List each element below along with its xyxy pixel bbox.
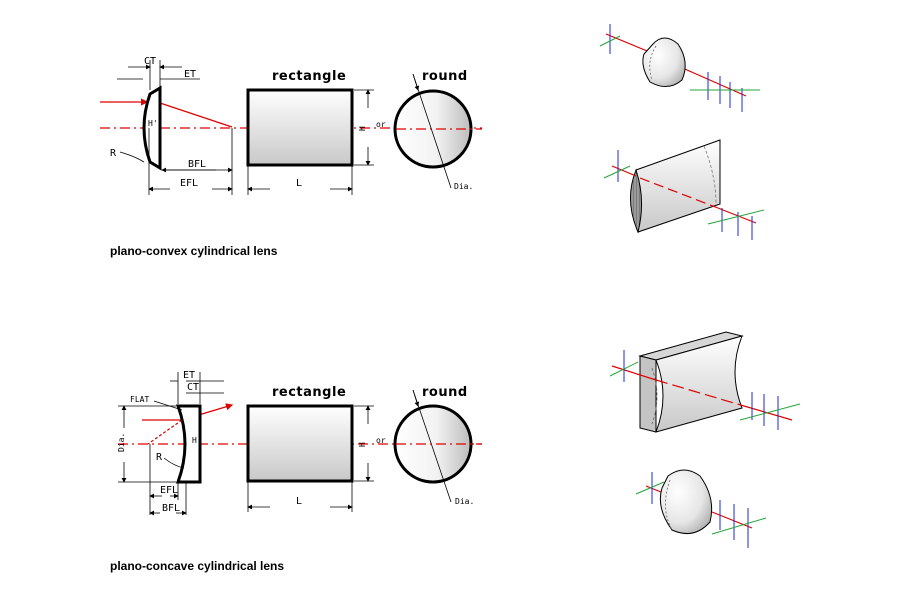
convex-h-prime-label: H' bbox=[148, 119, 158, 128]
concave-rectangle-title: rectangle bbox=[272, 385, 346, 400]
concave-or-label: or bbox=[376, 436, 386, 445]
convex-3d-cylinder bbox=[603, 139, 765, 240]
convex-drawing: CT ET H' R BFL EFL rectangle L H or roun… bbox=[100, 56, 482, 258]
convex-round-title: round bbox=[422, 69, 468, 84]
concave-l-label: L bbox=[296, 496, 302, 507]
convex-efl-label: EFL bbox=[180, 178, 198, 189]
convex-refracted-ray bbox=[159, 102, 233, 128]
concave-rectangle-shape bbox=[246, 404, 354, 483]
convex-or-label: or bbox=[376, 120, 386, 129]
concave-dia-label: Dia. bbox=[455, 497, 474, 506]
concave-drawing: ET CT FLAT Dia. H' R EFL BFL rectangle bbox=[110, 370, 482, 573]
concave-round-title: round bbox=[422, 385, 468, 400]
convex-bfl-label: BFL bbox=[188, 159, 206, 170]
concave-bfl-label: BFL bbox=[162, 503, 180, 514]
concave-et-label: ET bbox=[183, 370, 195, 381]
convex-et-label: ET bbox=[184, 69, 196, 80]
convex-h-label: H bbox=[358, 126, 367, 131]
concave-efl-label: EFL bbox=[160, 485, 178, 496]
convex-rectangle-title: rectangle bbox=[272, 69, 346, 84]
convex-l-label: L bbox=[296, 178, 302, 189]
concave-r-label: R bbox=[156, 452, 163, 463]
concave-ct-label: CT bbox=[187, 382, 199, 393]
concave-caption: plano-concave cylindrical lens bbox=[110, 559, 284, 573]
concave-h-label: H bbox=[358, 442, 367, 447]
concave-3d-cylinder bbox=[609, 331, 801, 433]
convex-dia-label: Dia. bbox=[454, 182, 473, 191]
convex-caption: plano-convex cylindrical lens bbox=[110, 244, 278, 258]
convex-lens-profile bbox=[142, 85, 162, 171]
concave-dia-left-label: Dia. bbox=[117, 433, 126, 452]
concave-flat-label: FLAT bbox=[130, 395, 149, 404]
concave-3d-dome bbox=[635, 469, 767, 548]
concave-lens-profile bbox=[175, 404, 202, 484]
convex-ct-label: CT bbox=[144, 56, 156, 67]
convex-3d-dome bbox=[599, 24, 760, 112]
concave-h-prime-label: H' bbox=[192, 436, 202, 445]
convex-rectangle-shape bbox=[246, 88, 354, 167]
convex-r-label: R bbox=[110, 148, 117, 159]
